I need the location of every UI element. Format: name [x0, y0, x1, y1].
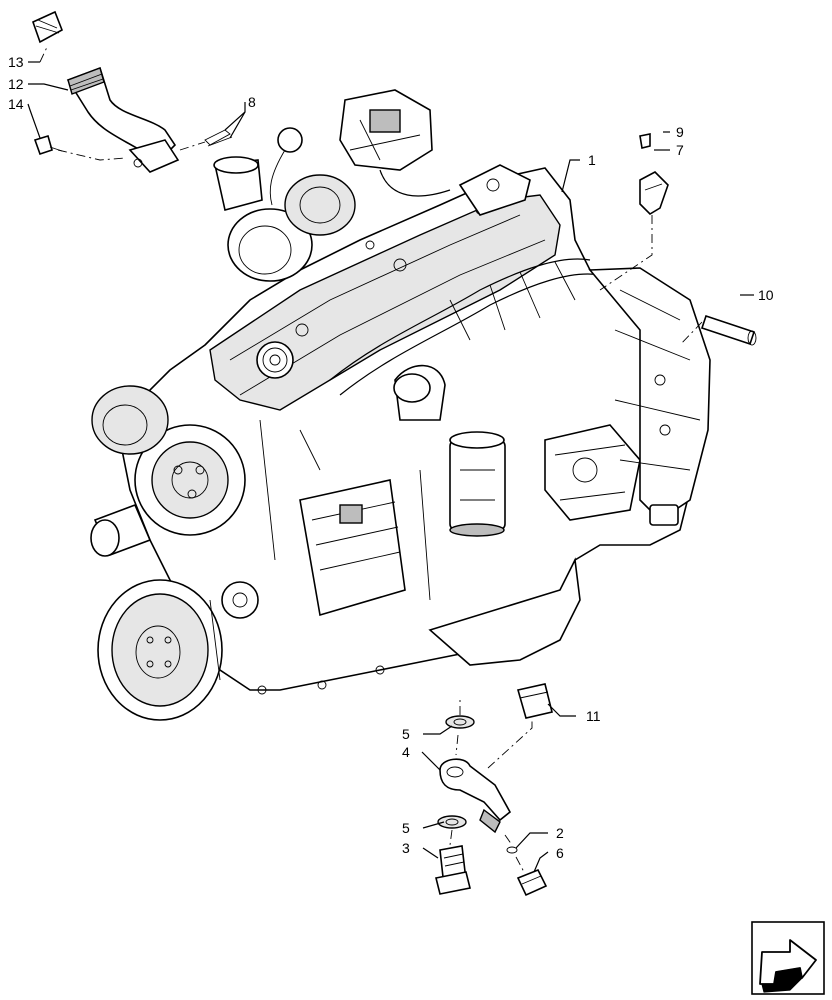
part-5-washer-lower: [437, 815, 467, 829]
ecu-block: [299, 479, 406, 617]
part-7-sensor: [639, 171, 669, 216]
flywheel-housing: [588, 267, 711, 526]
fuel-filter: [449, 431, 506, 537]
engine-assembly: [90, 89, 711, 721]
callouts: 1 2 3 4 5 5 6 7 8 9 10 11 12 13 14: [8, 54, 774, 861]
part-11-block: [516, 683, 553, 719]
part-14-bolt: [33, 134, 53, 156]
callout-9: 9: [676, 124, 684, 140]
callout-1: 1: [588, 152, 596, 168]
callout-5-lower: 5: [402, 820, 410, 836]
breather-hose-group: [32, 10, 233, 173]
callout-8: 8: [248, 94, 256, 110]
callout-10: 10: [758, 287, 774, 303]
callout-2: 2: [556, 825, 564, 841]
callout-5-upper: 5: [402, 726, 410, 742]
turbocharger: [213, 127, 356, 282]
callout-12: 12: [8, 76, 24, 92]
part-12-hose: [66, 66, 177, 161]
fitting-group: [435, 683, 553, 897]
part-4-banjo: [439, 758, 512, 822]
leader-lines: [27, 61, 754, 873]
callout-11: 11: [586, 708, 601, 724]
part-8-clip: [204, 129, 231, 146]
part-5-washer-upper: [445, 715, 475, 729]
front-pulleys: [90, 385, 259, 619]
actuator-module: [339, 89, 451, 197]
callout-13: 13: [8, 54, 24, 70]
callout-14: 14: [8, 96, 24, 112]
part-13-cap: [32, 10, 64, 44]
callout-7: 7: [676, 142, 684, 158]
sensor-group: [599, 133, 669, 291]
part-6-cap: [516, 868, 548, 897]
part-2-ring: [506, 846, 518, 854]
callout-3: 3: [402, 840, 410, 856]
part-9-bolt: [639, 133, 651, 149]
page-turn-arrow-icon[interactable]: [751, 921, 825, 995]
callout-4: 4: [402, 744, 410, 760]
part-10-pin: [700, 314, 756, 346]
crankshaft-damper: [97, 579, 223, 721]
callout-6: 6: [556, 845, 564, 861]
fuel-pump: [544, 424, 641, 521]
dowel-group: [679, 314, 757, 346]
